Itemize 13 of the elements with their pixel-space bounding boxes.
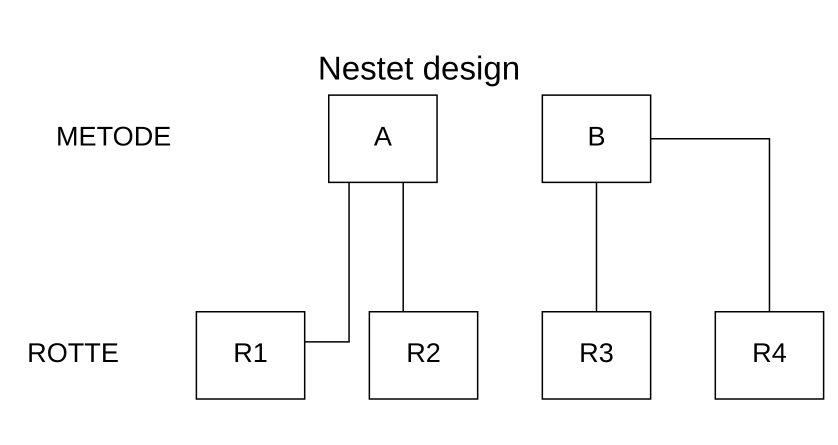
node-box: R2 [368, 310, 478, 400]
connector [596, 182, 598, 312]
node-box: R1 [196, 310, 306, 400]
connector [650, 138, 770, 312]
node-box: A [328, 94, 438, 183]
node-box: R4 [714, 310, 824, 400]
diagram-title: Nestet design [318, 50, 520, 88]
label: ROTTE [27, 336, 119, 368]
connector [304, 182, 350, 342]
label: METODE [56, 120, 172, 151]
node-box: R3 [542, 310, 652, 400]
node-box: B [542, 94, 652, 183]
connector [402, 182, 404, 312]
